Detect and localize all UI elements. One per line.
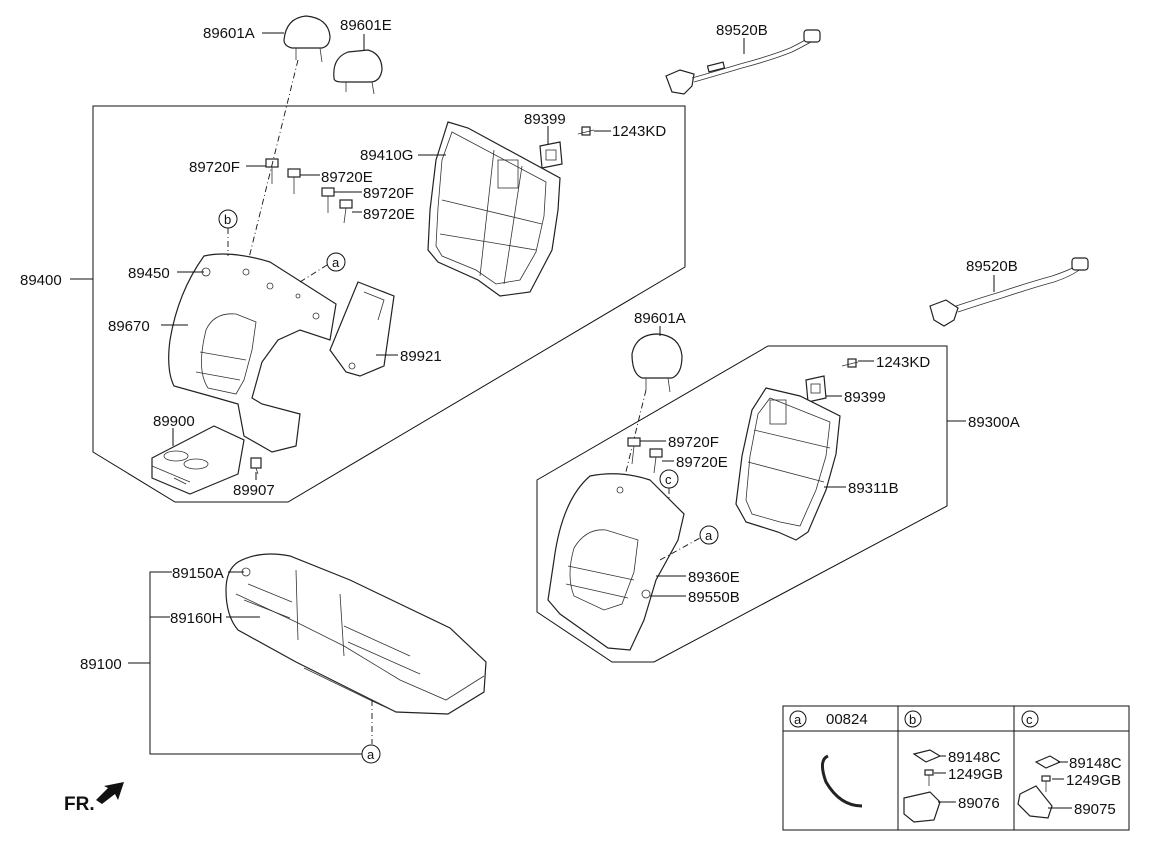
label-89900: 89900 bbox=[153, 413, 195, 430]
label-89601A-top: 89601A bbox=[203, 25, 255, 42]
label-89360E: 89360E bbox=[688, 569, 740, 586]
headrest-89601A-top bbox=[283, 15, 331, 63]
part-89075 bbox=[1017, 785, 1053, 819]
part-89148C-b bbox=[912, 749, 942, 763]
bolt-89907 bbox=[250, 457, 262, 475]
label-89720F-1: 89720F bbox=[189, 159, 240, 176]
bracket-89399-top bbox=[539, 141, 563, 169]
part-89148C-c bbox=[1034, 755, 1062, 769]
label-89720E-3: 89720E bbox=[676, 454, 728, 471]
guide-89720E-3 bbox=[649, 448, 663, 474]
cable-89520B-mid bbox=[929, 257, 1089, 327]
seat-cushion-89100 bbox=[225, 553, 487, 715]
group-89300A-outline bbox=[536, 345, 948, 663]
legend-a-code: 00824 bbox=[826, 711, 868, 728]
screw-1249GB-b bbox=[924, 769, 934, 786]
front-arrow-icon bbox=[96, 782, 124, 804]
label-89399-top: 89399 bbox=[524, 111, 566, 128]
label-89400: 89400 bbox=[20, 272, 62, 289]
callout-a-right-text: a bbox=[705, 528, 713, 543]
group-89400-outline bbox=[92, 105, 686, 503]
guide-89720E-1 bbox=[287, 168, 301, 194]
label-89160H: 89160H bbox=[170, 610, 223, 627]
label-89520B-top: 89520B bbox=[716, 22, 768, 39]
bolt-1243KD-top bbox=[577, 126, 595, 136]
seatback-cover-89360E bbox=[547, 473, 685, 651]
label-89720E-2: 89720E bbox=[363, 206, 415, 223]
callout-b-left bbox=[218, 209, 238, 229]
callout-a-left bbox=[326, 252, 346, 272]
frame-89311B bbox=[735, 387, 841, 541]
headrest-89601A-right bbox=[631, 333, 683, 393]
guide-89720F-2 bbox=[321, 187, 335, 213]
label-89450: 89450 bbox=[128, 265, 170, 282]
callout-a-right bbox=[699, 525, 719, 545]
fr-label: FR. bbox=[64, 794, 95, 815]
label-89300A: 89300A bbox=[968, 414, 1020, 431]
bolt-1243KD-right bbox=[841, 358, 859, 368]
label-89720F-3: 89720F bbox=[668, 434, 719, 451]
label-1243KD-right: 1243KD bbox=[876, 354, 930, 371]
label-89601E: 89601E bbox=[340, 17, 392, 34]
label-89550B: 89550B bbox=[688, 589, 740, 606]
cable-89520B-top bbox=[665, 29, 821, 95]
legend-c-89075: 89075 bbox=[1074, 801, 1116, 818]
legend-table bbox=[782, 705, 1130, 831]
label-89601A-right: 89601A bbox=[634, 310, 686, 327]
guide-89720F-1 bbox=[265, 158, 279, 184]
callout-c-right-text: c bbox=[665, 472, 672, 487]
label-1243KD-top: 1243KD bbox=[612, 123, 666, 140]
bracket-89399-right bbox=[805, 375, 827, 403]
label-89720E-1: 89720E bbox=[321, 169, 373, 186]
label-89100: 89100 bbox=[80, 656, 122, 673]
legend-a-circle bbox=[789, 710, 807, 728]
label-89399-right: 89399 bbox=[844, 389, 886, 406]
legend-c-89148C: 89148C bbox=[1069, 755, 1122, 772]
headrest-89601E bbox=[333, 49, 383, 95]
label-89520B-mid: 89520B bbox=[966, 258, 1018, 275]
screw-1249GB-c bbox=[1041, 775, 1051, 792]
legend-a-letter: a bbox=[794, 712, 802, 727]
legend-c-circle bbox=[1021, 710, 1039, 728]
label-89670: 89670 bbox=[108, 318, 150, 335]
clip-00824 bbox=[821, 754, 863, 808]
callout-b-left-text: b bbox=[224, 212, 231, 227]
frame-89410G bbox=[427, 121, 561, 297]
armrest-89900 bbox=[151, 425, 245, 495]
bracket-89921 bbox=[329, 281, 395, 377]
label-89410G: 89410G bbox=[360, 147, 413, 164]
legend-c-letter: c bbox=[1026, 712, 1033, 727]
legend-c-1249GB: 1249GB bbox=[1066, 772, 1121, 789]
callout-a-bottom-text: a bbox=[367, 747, 375, 762]
legend-b-89148C: 89148C bbox=[948, 749, 1001, 766]
label-89907: 89907 bbox=[233, 482, 275, 499]
legend-b-letter: b bbox=[909, 712, 916, 727]
guide-89720F-3 bbox=[627, 437, 641, 465]
label-89720F-2: 89720F bbox=[363, 185, 414, 202]
legend-b-circle bbox=[904, 710, 922, 728]
callout-a-left-text: a bbox=[332, 255, 340, 270]
guide-89720E-2 bbox=[339, 199, 353, 224]
part-89076 bbox=[903, 791, 941, 823]
seatback-cover-89670 bbox=[168, 253, 337, 453]
label-89150A: 89150A bbox=[172, 565, 224, 582]
label-89921: 89921 bbox=[400, 348, 442, 365]
callout-a-bottom bbox=[361, 744, 381, 764]
legend-b-1249GB: 1249GB bbox=[948, 766, 1003, 783]
legend-b-89076: 89076 bbox=[958, 795, 1000, 812]
label-89311B: 89311B bbox=[848, 480, 899, 497]
